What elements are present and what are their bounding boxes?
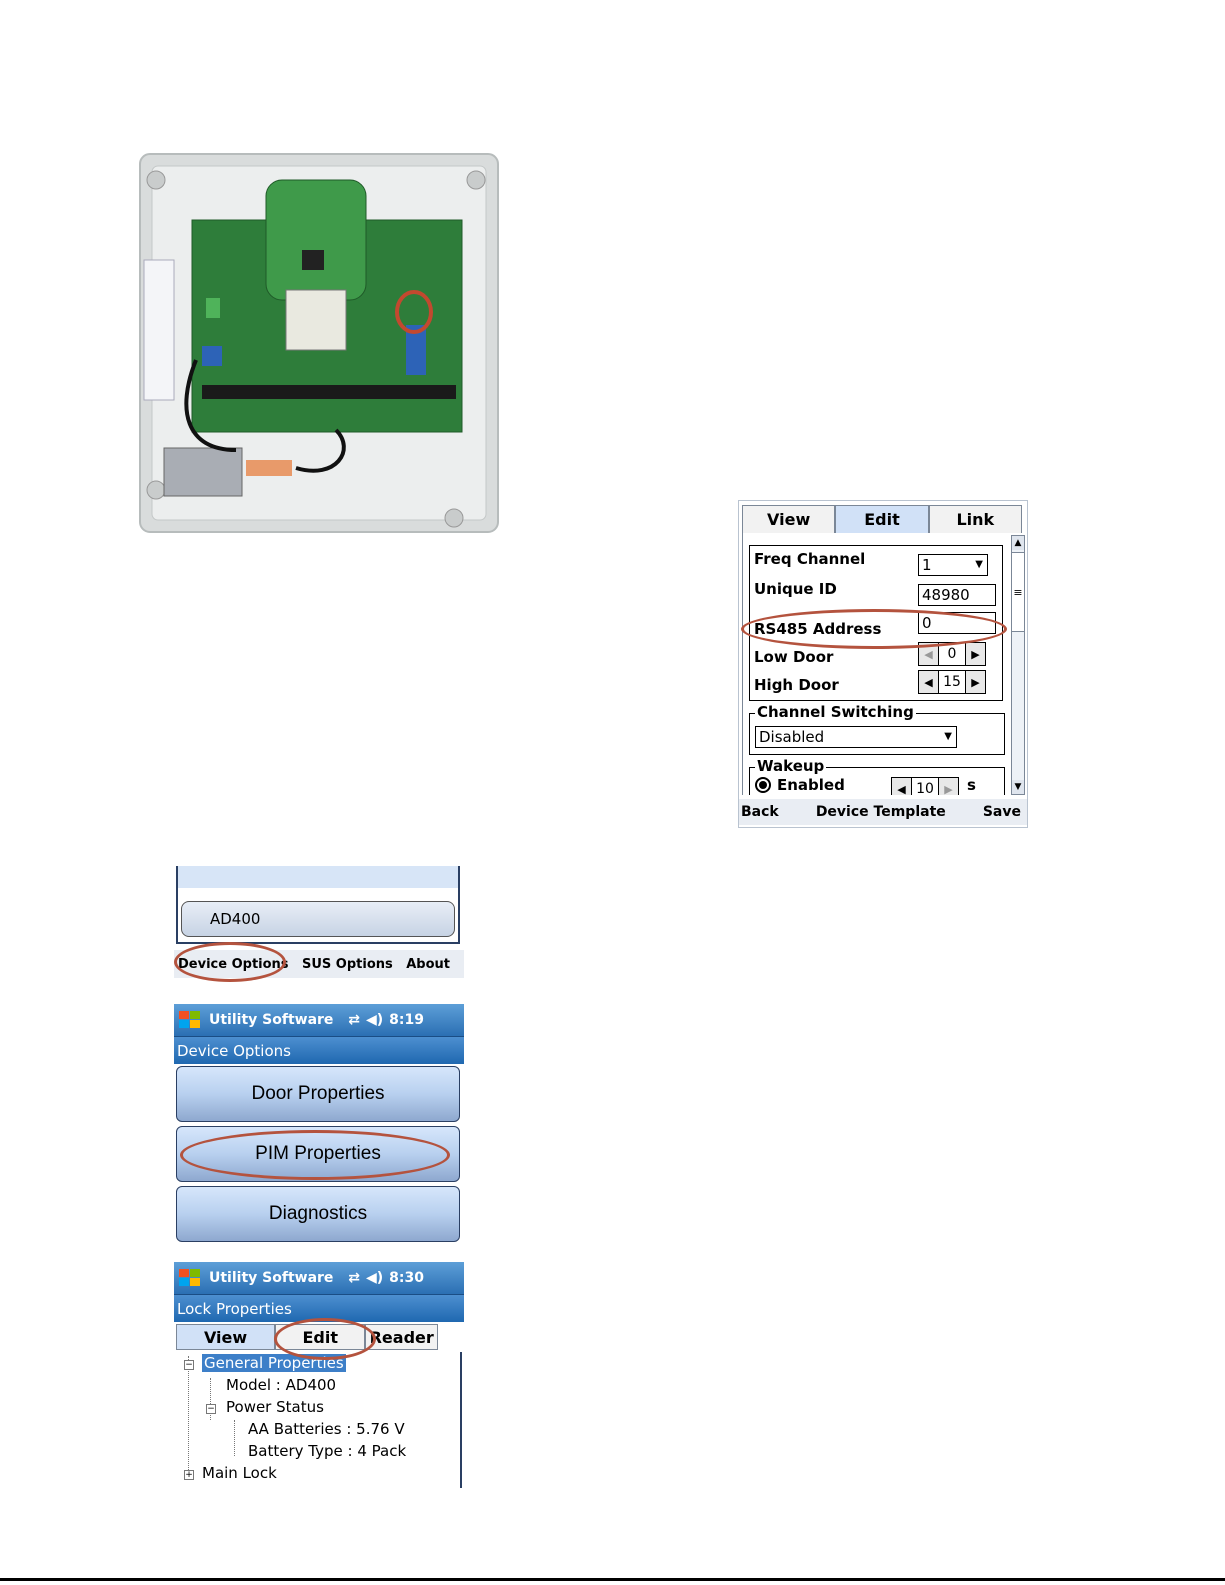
wakeup-stepper[interactable]: ◀ 10 ▶ (891, 777, 959, 795)
tree-node-general-properties[interactable]: General Properties (202, 1354, 346, 1372)
chevron-down-icon: ▼ (975, 559, 983, 570)
scroll-down-icon[interactable]: ▼ (1012, 780, 1024, 794)
sus-options-softkey[interactable]: SUS Options (302, 956, 393, 972)
title-bar: Utility Software ⇄ ◀) 8:30 (174, 1262, 464, 1294)
wakeup-enabled-label: Enabled (777, 776, 845, 794)
device-options-softkey[interactable]: Device Options (178, 956, 289, 972)
about-softkey[interactable]: About (406, 956, 450, 972)
tree-node-battery-type[interactable]: Battery Type : 4 Pack (248, 1442, 407, 1460)
channel-switching-value: Disabled (759, 728, 825, 746)
freq-channel-select[interactable]: 1 ▼ (918, 554, 988, 576)
windows-logo-icon[interactable] (177, 1267, 203, 1289)
windows-logo-icon[interactable] (177, 1009, 203, 1031)
enabled-radio[interactable] (755, 777, 771, 793)
edit-pane: Freq Channel 1 ▼ Unique ID 48980 RS485 A… (742, 533, 1010, 795)
unique-id-label: Unique ID (754, 580, 837, 598)
softkey-bar: Device Options SUS Options About (174, 950, 464, 978)
tab-reader[interactable]: Reader (365, 1324, 439, 1350)
pcb-illustration (136, 150, 502, 538)
device-template-softkey[interactable]: Device Template (815, 804, 946, 820)
tree-node-main-lock[interactable]: Main Lock (202, 1464, 277, 1482)
clock[interactable]: 8:30 (389, 1270, 424, 1286)
low-door-value: 0 (947, 646, 957, 662)
connectivity-icon[interactable]: ⇄ (348, 1012, 360, 1028)
tab-view[interactable]: View (742, 505, 836, 533)
clock[interactable]: 8:19 (389, 1012, 424, 1028)
scrollbar[interactable]: ▲ ≡ ▼ (1011, 535, 1025, 795)
left-arrow-icon[interactable]: ◀ (919, 671, 939, 693)
unique-id-input[interactable]: 48980 (918, 584, 996, 606)
wakeup-value: 10 (916, 781, 934, 795)
channel-switching-title: Channel Switching (755, 703, 916, 721)
collapse-icon[interactable]: − (206, 1404, 216, 1414)
freq-channel-value: 1 (922, 556, 932, 574)
wakeup-unit: s (967, 776, 976, 794)
tab-edit[interactable]: Edit (275, 1324, 366, 1350)
tree-line (188, 1356, 189, 1476)
tree-node-model[interactable]: Model : AD400 (226, 1376, 337, 1394)
high-door-label: High Door (754, 676, 839, 694)
speaker-icon[interactable]: ◀) (366, 1270, 384, 1286)
tree-line (234, 1420, 235, 1456)
left-arrow-icon[interactable]: ◀ (919, 643, 939, 665)
left-arrow-icon[interactable]: ◀ (892, 778, 912, 795)
tree-line (210, 1378, 211, 1420)
app-title: Utility Software (209, 1270, 334, 1286)
door-properties-button[interactable]: Door Properties (176, 1066, 460, 1122)
softkey-bar: Back Device Template Save (739, 799, 1027, 825)
freq-channel-label: Freq Channel (754, 550, 866, 568)
device-menu-screen: AD400 Device Options SUS Options About (174, 866, 464, 982)
collapse-icon[interactable]: − (184, 1360, 194, 1370)
low-door-label: Low Door (754, 648, 834, 666)
high-door-stepper[interactable]: ◀ 15 ▶ (918, 670, 986, 694)
right-arrow-icon[interactable]: ▶ (938, 778, 958, 795)
app-title: Utility Software (209, 1012, 334, 1028)
high-door-value: 15 (943, 674, 961, 690)
jumper-highlight-ring (395, 290, 433, 334)
scroll-thumb[interactable]: ≡ (1012, 552, 1024, 632)
wakeup-title: Wakeup (755, 757, 827, 775)
save-softkey[interactable]: Save (982, 804, 1021, 820)
right-arrow-icon[interactable]: ▶ (965, 643, 985, 665)
tab-bar: View Edit Link (742, 505, 1022, 533)
wakeup-group (749, 767, 1005, 795)
page-bottom-rule (0, 1578, 1225, 1581)
channel-switching-select[interactable]: Disabled ▼ (755, 726, 957, 748)
back-softkey[interactable]: Back (741, 804, 779, 820)
device-item-ad400[interactable]: AD400 (181, 901, 455, 937)
expand-icon[interactable]: + (184, 1470, 194, 1480)
lock-properties-screen: Utility Software ⇄ ◀) 8:30 Lock Properti… (174, 1262, 464, 1488)
tab-view[interactable]: View (176, 1324, 276, 1350)
device-options-screen: Utility Software ⇄ ◀) 8:19 Device Option… (174, 1004, 464, 1242)
rs485-address-input[interactable]: 0 (918, 612, 996, 634)
right-arrow-icon[interactable]: ▶ (965, 671, 985, 693)
diagnostics-button[interactable]: Diagnostics (176, 1186, 460, 1242)
connectivity-icon[interactable]: ⇄ (348, 1270, 360, 1286)
property-tree: − General Properties Model : AD400 − Pow… (174, 1352, 462, 1488)
pim-properties-button[interactable]: PIM Properties (176, 1126, 460, 1182)
chevron-down-icon: ▼ (944, 731, 952, 742)
tab-link[interactable]: Link (928, 505, 1022, 533)
tab-bar: View Edit Reader (176, 1324, 439, 1350)
tab-edit[interactable]: Edit (835, 505, 929, 533)
speaker-icon[interactable]: ◀) (366, 1012, 384, 1028)
rs485-address-label: RS485 Address (754, 620, 882, 638)
screen-subtitle: Lock Properties (174, 1294, 464, 1322)
list-area (178, 866, 458, 888)
field-group: Freq Channel 1 ▼ Unique ID 48980 RS485 A… (749, 545, 1003, 701)
pim-edit-screen: View Edit Link Freq Channel 1 ▼ Unique I… (738, 500, 1028, 828)
radio-dot-icon (759, 781, 767, 789)
pim-enclosure-photo (136, 150, 502, 538)
screen-subtitle: Device Options (174, 1036, 464, 1064)
scroll-up-icon[interactable]: ▲ (1012, 536, 1024, 550)
tree-node-power-status[interactable]: Power Status (226, 1398, 324, 1416)
title-bar: Utility Software ⇄ ◀) 8:19 (174, 1004, 464, 1036)
tree-node-aa-batteries[interactable]: AA Batteries : 5.76 V (248, 1420, 405, 1438)
low-door-stepper[interactable]: ◀ 0 ▶ (918, 642, 986, 666)
